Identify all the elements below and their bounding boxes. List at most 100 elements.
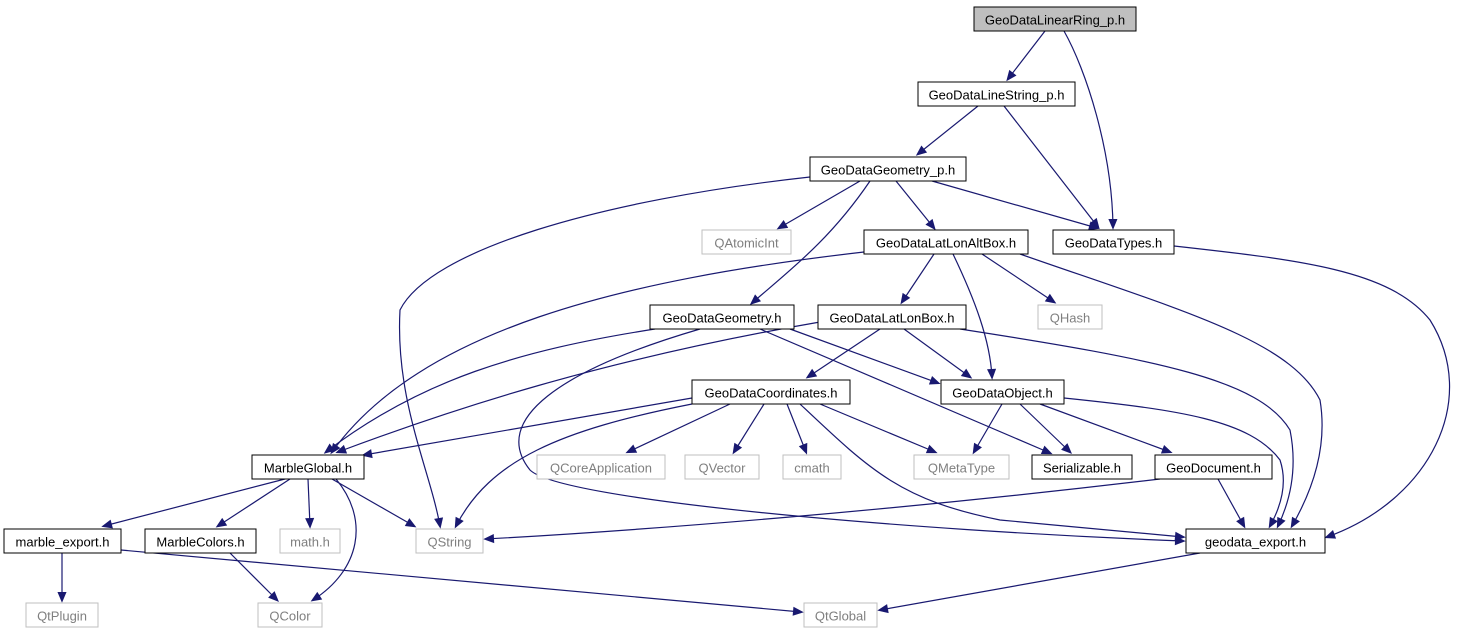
edge-arrowhead: [361, 449, 373, 459]
edge-line: [799, 403, 1184, 538]
edge-line: [959, 328, 1294, 527]
edge-line: [1003, 105, 1099, 228]
edge-line: [879, 552, 1201, 611]
edge-line: [120, 549, 802, 613]
node-qcoreapplication: QCoreApplication: [536, 454, 666, 480]
edge-line: [901, 253, 935, 303]
edge-line: [807, 328, 881, 378]
node-geodatatypes-h[interactable]: GeoDataTypes.h: [1052, 229, 1175, 255]
edge-arrowhead: [1276, 516, 1286, 529]
node-box: [1037, 304, 1103, 330]
node-label: GeoDataLinearRing_p.h: [985, 13, 1125, 28]
edge-geodatalatlonbox-h-to-geodataobject-h: [903, 328, 973, 379]
edge-line: [1217, 478, 1245, 527]
node-geodatageometry-h[interactable]: GeoDataGeometry.h: [649, 304, 795, 330]
edge-arrowhead: [335, 444, 348, 454]
edge-line: [1063, 397, 1284, 527]
node-geodocument-h[interactable]: GeoDocument.h: [1154, 454, 1273, 480]
edge-line: [363, 397, 693, 456]
edge-geodatalinestring-p-h-to-geodatatypes-h: [1003, 105, 1100, 230]
edge-geodatalatlonaltbox-h-to-geodatalatlonbox-h: [900, 253, 935, 305]
node-marblecolors-h[interactable]: MarbleColors.h: [144, 528, 257, 554]
edge-geodatageometry-h-to-serializable-h: [759, 328, 1053, 455]
node-label: MarbleGlobal.h: [264, 461, 352, 476]
edge-line: [751, 180, 871, 304]
node-geodata-export-h[interactable]: geodata_export.h: [1185, 528, 1326, 554]
node-qmetatype: QMetaType: [913, 454, 1010, 480]
edge-arrowhead: [960, 368, 973, 379]
edge-geodatalinearring-p-h-to-geodatalinestring-p-h: [1006, 30, 1046, 82]
node-label: GeoDataLatLonAltBox.h: [876, 236, 1016, 251]
edge-line: [103, 478, 286, 527]
edge-geodatageometry-h-to-geodataobject-h: [789, 328, 941, 385]
node-box: [415, 528, 484, 554]
edge-geodatalatlonbox-h-to-geodata-export-h: [959, 328, 1294, 529]
edge-arrowhead: [1174, 531, 1186, 541]
node-qtglobal: QtGlobal: [803, 602, 878, 628]
node-label: math.h: [290, 535, 330, 550]
edge-marble-export-h-to-qtplugin: [57, 553, 67, 603]
edge-geodatacoordinates-h-to-qcoreapplication: [625, 403, 731, 454]
node-box: [684, 454, 760, 480]
edge-geodataobject-h-to-qmetatype: [972, 403, 1003, 455]
edge-arrowhead: [305, 517, 315, 529]
edge-arrowhead: [915, 145, 928, 156]
node-box: [973, 6, 1137, 32]
edge-arrowhead: [1044, 293, 1057, 304]
edge-line: [1007, 30, 1046, 80]
edge-line: [1019, 403, 1071, 453]
edge-line: [789, 328, 939, 384]
edge-geodatageometry-h-to-marbleglobal-h: [323, 328, 656, 454]
node-box: [25, 602, 99, 628]
edge-line: [325, 328, 656, 453]
node-box: [144, 528, 257, 554]
edge-line: [627, 403, 731, 453]
edge-arrowhead: [268, 591, 279, 602]
node-box: [257, 602, 323, 628]
edge-arrowhead: [972, 442, 982, 455]
edge-geodatageometry-p-h-to-qstring: [398, 176, 811, 529]
node-geodatalinearring-p-h[interactable]: GeoDataLinearRing_p.h: [973, 6, 1137, 32]
node-box: [1154, 454, 1273, 480]
edge-geodatalatlonaltbox-h-to-geodata-export-h: [1019, 253, 1323, 529]
edge-arrowhead: [1040, 445, 1053, 455]
edge-arrowhead: [1006, 69, 1017, 82]
edge-line: [819, 403, 936, 453]
node-geodatalatlonbox-h[interactable]: GeoDataLatLonBox.h: [817, 304, 967, 330]
edge-arrowhead: [434, 517, 444, 529]
edge-geodocument-h-to-qstring: [483, 478, 1161, 544]
node-geodatalinestring-p-h[interactable]: GeoDataLineString_p.h: [917, 81, 1076, 107]
edge-geodataobject-h-to-geodata-export-h: [1063, 397, 1284, 529]
node-marbleglobal-h[interactable]: MarbleGlobal.h: [251, 454, 365, 480]
edge-geodatalinearring-p-h-to-geodatatypes-h: [1063, 30, 1118, 230]
edge-arrowhead: [454, 516, 464, 529]
node-box: [1185, 528, 1326, 554]
node-label: QMetaType: [928, 461, 995, 476]
edge-arrowhead: [776, 220, 789, 230]
edge-geodatageometry-p-h-to-geodatalatlonaltbox-h: [895, 180, 936, 231]
edge-arrowhead: [749, 294, 762, 305]
node-geodatalatlonaltbox-h[interactable]: GeoDataLatLonAltBox.h: [863, 229, 1029, 255]
node-math-h: math.h: [279, 528, 341, 554]
node-qhash: QHash: [1037, 304, 1103, 330]
node-geodatacoordinates-h[interactable]: GeoDataCoordinates.h: [691, 379, 851, 405]
edge-geodatalatlonaltbox-h-to-marbleglobal-h: [330, 251, 865, 455]
node-label: MarbleColors.h: [156, 535, 244, 550]
edge-geodatacoordinates-h-to-geodata-export-h: [799, 403, 1186, 541]
node-marble-export-h[interactable]: marble_export.h: [3, 528, 122, 554]
edge-line: [952, 253, 993, 378]
edge-geodatacoordinates-h-to-cmath: [786, 403, 808, 455]
edge-arrowhead: [1268, 516, 1278, 529]
node-geodatageometry-p-h[interactable]: GeoDataGeometry_p.h: [809, 156, 967, 182]
edge-line: [895, 180, 935, 229]
node-label: QHash: [1050, 311, 1090, 326]
node-cmath: cmath: [782, 454, 842, 480]
edge-line: [973, 403, 1003, 453]
edge-arrowhead: [215, 517, 228, 528]
node-serializable-h[interactable]: Serializable.h: [1031, 454, 1133, 480]
node-label: QAtomicInt: [714, 236, 779, 251]
node-geodataobject-h[interactable]: GeoDataObject.h: [940, 379, 1065, 405]
edge-geodatacoordinates-h-to-qstring: [454, 403, 693, 529]
edge-arrowhead: [732, 442, 743, 455]
